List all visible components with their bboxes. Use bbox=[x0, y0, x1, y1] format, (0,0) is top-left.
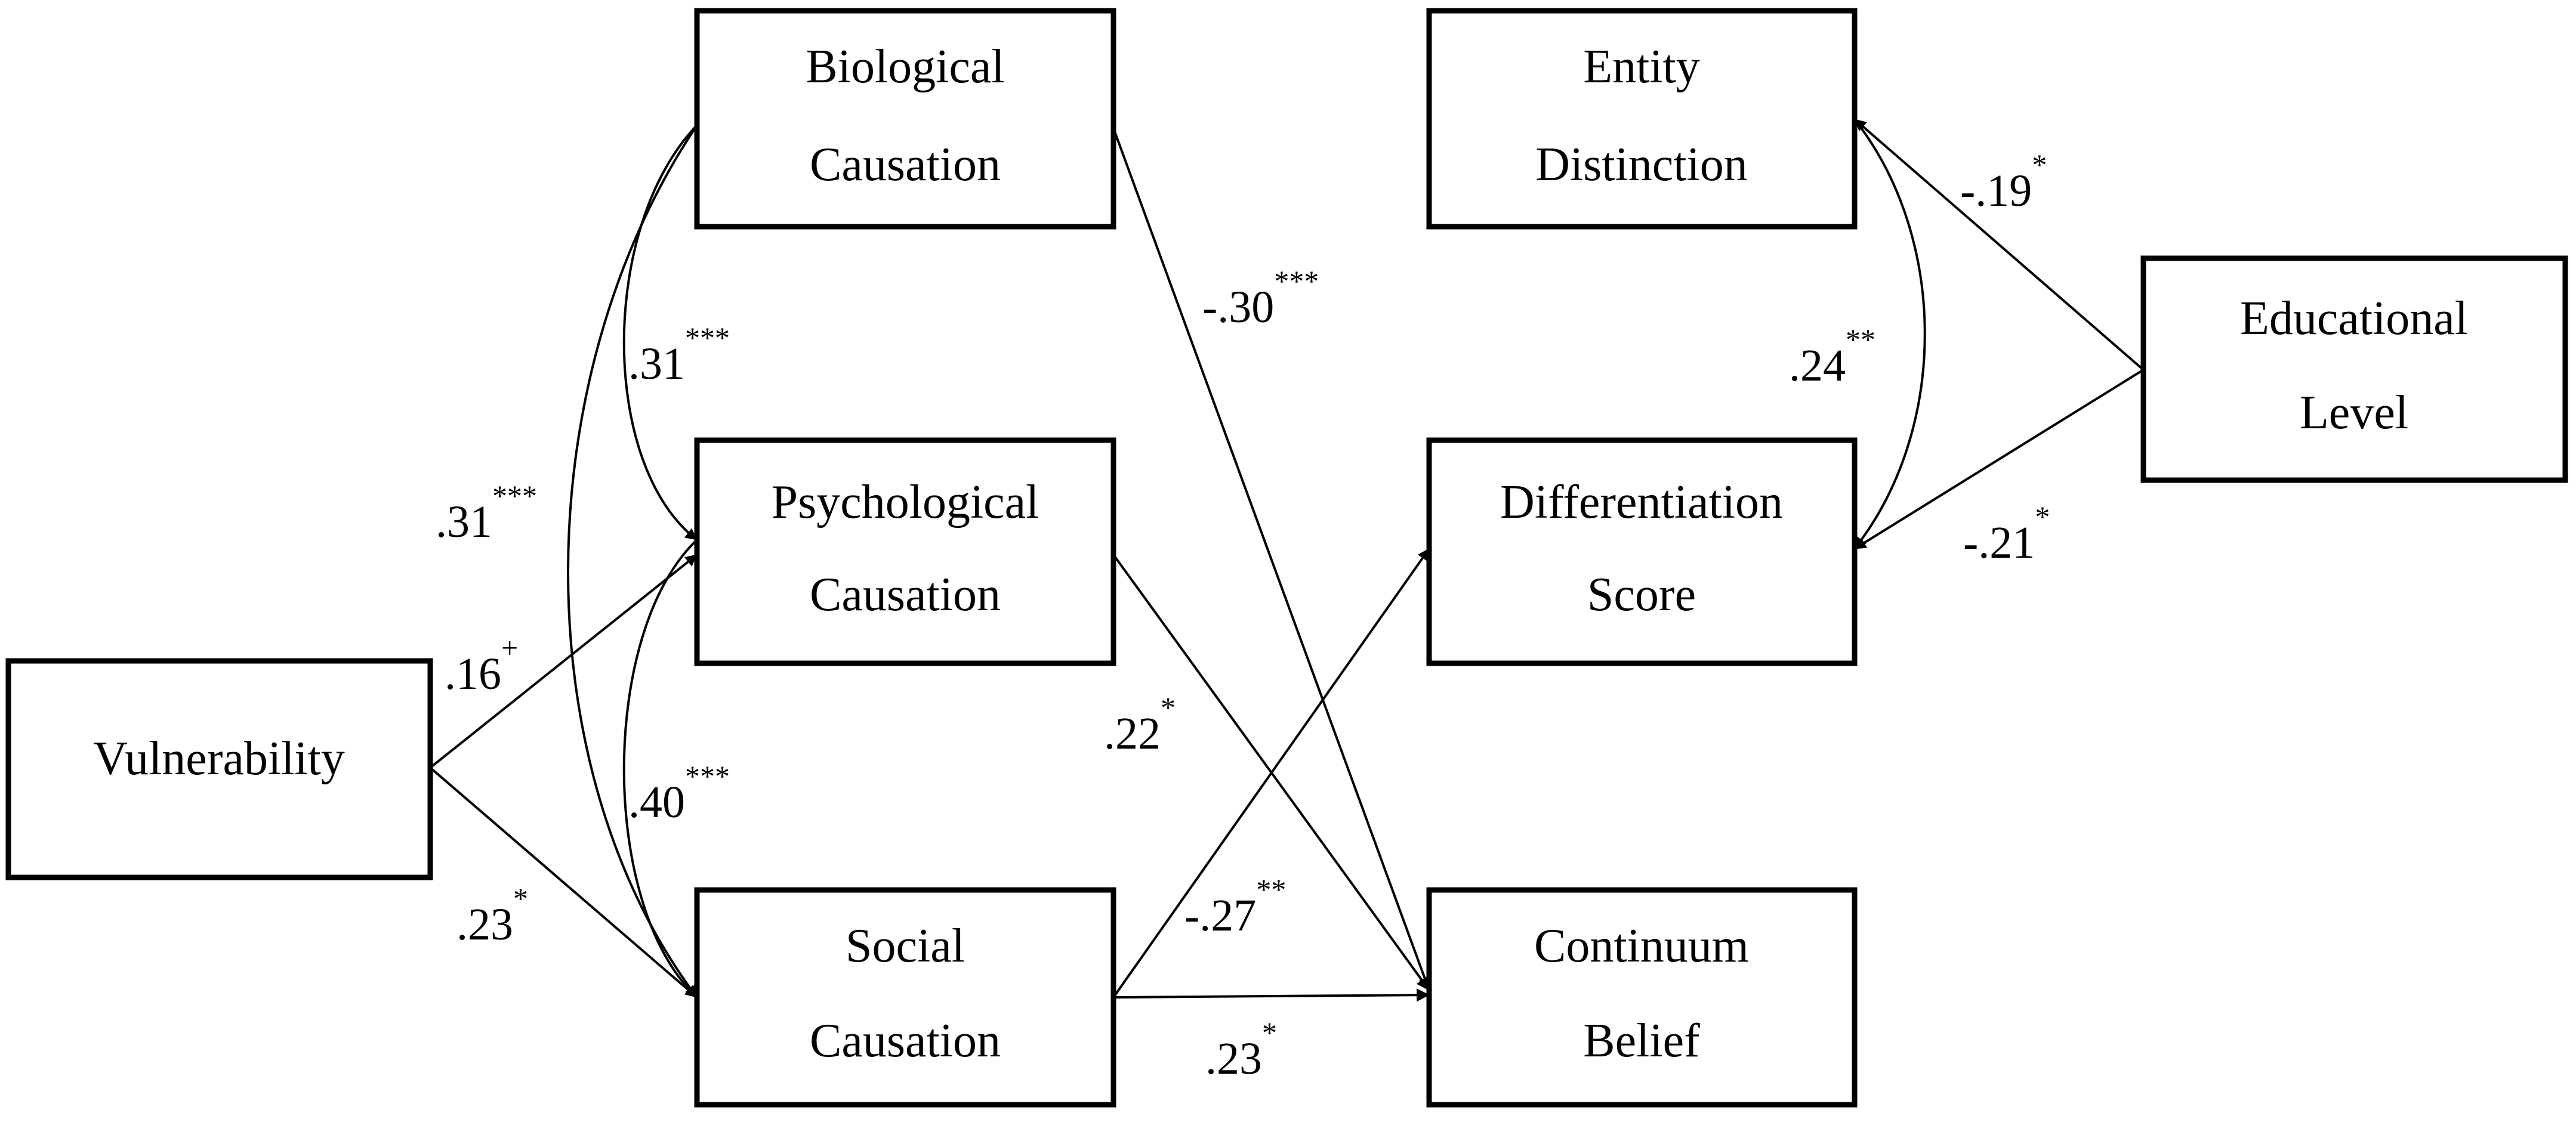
coef-vul-soc: .23* bbox=[456, 882, 528, 950]
edges bbox=[429, 106, 2145, 1002]
coef-edu-diff: -.21* bbox=[1963, 500, 2050, 568]
nodes: Biological Causation Psychological Causa… bbox=[5, 8, 2568, 1108]
cov-psy-soc-path bbox=[622, 527, 709, 999]
node-entity-line2: Distinction bbox=[1535, 138, 1748, 191]
bio-cont-arrow bbox=[1112, 128, 1432, 991]
coef-edu-entity: -.19* bbox=[1960, 148, 2047, 216]
soc-diff-arrow bbox=[1112, 548, 1430, 999]
node-educational-line1: Educational bbox=[2240, 292, 2468, 345]
edu-entity-arrow bbox=[1853, 118, 2145, 371]
node-differentiation-line1: Differentiation bbox=[1500, 476, 1783, 528]
node-biological-line1: Biological bbox=[806, 41, 1004, 93]
node-entity-distinction: Entity Distinction bbox=[1426, 8, 1858, 230]
cov-bio-psy-path bbox=[622, 113, 709, 541]
edu-diff-arrow bbox=[1853, 369, 2145, 550]
node-entity-line1: Entity bbox=[1583, 41, 1700, 93]
node-vulnerability-line1: Vulnerability bbox=[93, 732, 345, 785]
node-differentiation-score: Differentiation Score bbox=[1426, 437, 1858, 666]
coef-bio-cont: -.30*** bbox=[1202, 264, 1319, 332]
node-educational-level: Educational Level bbox=[2140, 255, 2568, 483]
node-continuum-line1: Continuum bbox=[1534, 920, 1749, 972]
vul-psy-arrow bbox=[429, 554, 698, 769]
node-social-causation: Social Causation bbox=[694, 887, 1116, 1108]
coef-vul-psy: .16+ bbox=[445, 631, 518, 699]
node-social-line2: Causation bbox=[810, 1015, 1001, 1067]
node-social-line1: Social bbox=[846, 920, 965, 972]
coef-soc-cont: .23* bbox=[1205, 1016, 1277, 1084]
node-differentiation-line2: Score bbox=[1587, 568, 1696, 621]
coef-soc-diff: -.27** bbox=[1184, 873, 1286, 941]
coef-psy-soc: .40*** bbox=[628, 759, 730, 827]
node-continuum-line2: Belief bbox=[1583, 1015, 1700, 1067]
cov-bio-soc-path bbox=[567, 112, 708, 999]
node-biological-line2: Causation bbox=[810, 138, 1001, 191]
coefficient-labels: .31*** .31*** .40*** .16+ .23* -.30*** .… bbox=[436, 148, 2050, 1084]
node-biological-causation: Biological Causation bbox=[694, 8, 1116, 230]
node-psychological-line2: Causation bbox=[810, 568, 1001, 621]
node-educational-line2: Level bbox=[2300, 387, 2408, 439]
cov-entity-diff-path bbox=[1843, 106, 1926, 550]
coef-bio-soc: .31*** bbox=[436, 479, 537, 547]
node-psychological-line1: Psychological bbox=[772, 476, 1039, 528]
coef-psy-cont: .22* bbox=[1104, 691, 1176, 759]
vul-soc-arrow bbox=[429, 766, 698, 999]
soc-cont-arrow bbox=[1113, 988, 1430, 1002]
node-continuum-belief: Continuum Belief bbox=[1426, 887, 1858, 1108]
node-psychological-causation: Psychological Causation bbox=[694, 437, 1116, 666]
coef-entity-diff: .24** bbox=[1789, 323, 1875, 391]
coef-bio-psy: .31*** bbox=[628, 321, 730, 389]
node-vulnerability: Vulnerability bbox=[5, 658, 433, 880]
